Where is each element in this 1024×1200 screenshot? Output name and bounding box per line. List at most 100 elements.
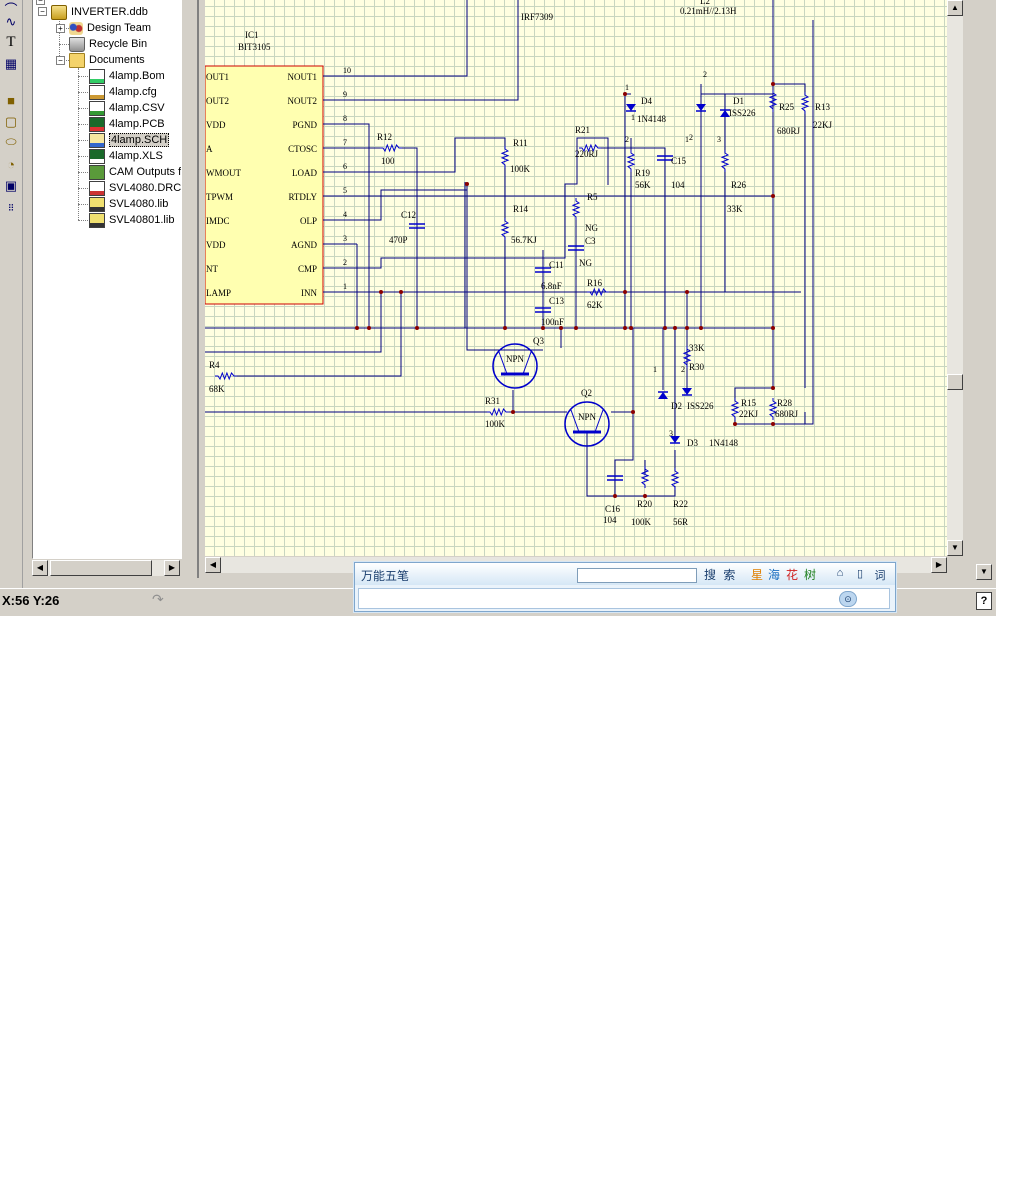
scroll-right-icon[interactable]: ▶ (164, 560, 180, 576)
help-icon[interactable]: ? (976, 592, 992, 610)
component-ref-r31: R31 (485, 396, 500, 406)
resistor-r21 (579, 143, 601, 153)
ime-composition-input[interactable]: ⊙ (358, 588, 890, 609)
tree-item-documents[interactable]: Documents (69, 52, 145, 68)
tree-item-inverter-ddb[interactable]: INVERTER.ddb (51, 4, 148, 20)
home-icon[interactable]: ⌂ (836, 567, 844, 579)
ic1-body (205, 65, 324, 305)
pie-tool-icon[interactable]: ◔ (7, 156, 15, 172)
tree-item-svl4080-lib[interactable]: SVL4080.lib (89, 196, 168, 212)
ime-search-button[interactable]: 搜 索 (704, 568, 738, 582)
ic1-pin-number: 10 (343, 66, 351, 75)
resistor-r26 (720, 150, 730, 172)
ime-options-icon[interactable]: ⊙ (839, 591, 857, 607)
ic1-designator: IC1 (245, 30, 259, 40)
tree-item-4lamp-cfg[interactable]: 4lamp.cfg (89, 84, 157, 100)
scroll-thumb[interactable] (50, 560, 152, 576)
page-icon[interactable]: ▯ (856, 568, 864, 580)
ic1-pin-number: 9 (343, 90, 347, 99)
round-rectangle-tool-icon[interactable]: ▢ (4, 114, 18, 129)
component-ref-r26: R26 (731, 180, 747, 190)
text-tool-icon[interactable]: T (6, 33, 16, 50)
tree-item-4lamp-bom[interactable]: 4lamp.Bom (89, 68, 165, 84)
ime-search-input[interactable] (577, 568, 697, 583)
ime-char-hua[interactable]: 花 (786, 568, 799, 582)
wire-tool-icon[interactable]: ⌒ (4, 1, 18, 17)
bezier-tool-icon[interactable]: ∿ (5, 14, 17, 29)
scroll-thumb[interactable] (947, 374, 963, 390)
ime-char-shu[interactable]: 树 (804, 568, 817, 582)
tree-item-4lamp-sch[interactable]: 4lamp.SCH (89, 132, 170, 148)
wire-load (357, 137, 506, 173)
component-ref-d4: D4 (641, 96, 652, 106)
tree-item-4lamp-xls[interactable]: 4lamp.XLS (89, 148, 163, 164)
component-ref-r12: R12 (377, 132, 392, 142)
component-ref-r21: R21 (575, 125, 590, 135)
scroll-down-icon[interactable]: ▼ (976, 564, 992, 580)
wire-inn-left (205, 292, 382, 353)
dictionary-icon[interactable]: 词 (874, 570, 886, 582)
ime-char-hai[interactable]: 海 (768, 568, 781, 582)
ic1-right-pin-label: RTDLY (288, 192, 317, 202)
redo-arrow-icon: ↷ (152, 591, 164, 607)
ellipse-tool-icon[interactable]: ⬭ (5, 134, 17, 149)
component-ref-c13: C13 (549, 296, 565, 306)
ic1-right-pin-label: INN (301, 288, 317, 298)
component-value-d3: 1N4148 (709, 438, 738, 448)
junction-dot (771, 82, 775, 86)
outer-vertical-scrollbar[interactable]: ▼ (976, 0, 992, 584)
diode-pin-number: 3 (669, 429, 673, 438)
resistor-r16 (587, 287, 609, 297)
tree-item-cam-outputs[interactable]: CAM Outputs f (89, 164, 181, 180)
expand-root-toggle[interactable]: − (36, 0, 45, 5)
transistor-q3 (498, 351, 508, 375)
mosfet-part-label: IRF7309 (521, 12, 554, 22)
image-tool-icon[interactable]: ▣ (4, 178, 18, 193)
scroll-right-icon[interactable]: ▶ (931, 557, 947, 573)
component-value-r12: 100 (381, 156, 395, 166)
tree-item-svl4080-drc[interactable]: SVL4080.DRC (89, 180, 181, 196)
tree-horizontal-scrollbar[interactable]: ◀ ▶ (32, 560, 180, 576)
array-tool-icon[interactable]: ⠿ (7, 202, 15, 213)
expand-design-team-toggle[interactable]: + (56, 24, 65, 33)
ic1-right-pin-label: NOUT1 (288, 72, 318, 82)
drc-document-icon (89, 180, 105, 196)
component-value-r14: 56.7KJ (511, 235, 537, 245)
junction-dot (685, 290, 689, 294)
tree-item-4lamp-pcb[interactable]: 4lamp.PCB (89, 116, 165, 132)
junction-dot (623, 290, 627, 294)
tree-item-svl40801-lib[interactable]: SVL40801.lib (89, 212, 174, 228)
xls-document-icon (89, 148, 105, 164)
component-value-r11: 100K (510, 164, 531, 174)
component-ref-d2: D2 (671, 401, 682, 411)
ime-name[interactable]: 万能五笔 (361, 569, 410, 583)
ic1-pin-number: 3 (343, 234, 347, 243)
tree-item-4lamp-csv[interactable]: 4lamp.CSV (89, 100, 165, 116)
scroll-left-icon[interactable]: ◀ (205, 557, 221, 573)
diode-pin-number: 3 (717, 135, 721, 144)
ic1-pin-number: 4 (343, 210, 347, 219)
junction-dot (355, 326, 359, 330)
tree-item-design-team[interactable]: Design Team (69, 20, 151, 36)
ic1-right-pin-label: OLP (300, 216, 317, 226)
scroll-down-icon[interactable]: ▼ (947, 540, 963, 556)
collapse-documents-toggle[interactable]: − (56, 56, 65, 65)
schematic-vertical-scrollbar[interactable]: ▲ ▼ (947, 0, 963, 556)
ime-char-xing[interactable]: 星 (751, 568, 764, 582)
junction-dot (559, 326, 563, 330)
ic1-right-pin-label: CTOSC (288, 144, 317, 154)
tree-item-recycle-bin[interactable]: Recycle Bin (69, 36, 147, 52)
scroll-up-icon[interactable]: ▲ (947, 0, 963, 16)
rectangle-tool-icon[interactable]: ■ (7, 92, 15, 108)
ic1-right-pin-label: CMP (298, 264, 317, 274)
junction-dot (663, 326, 667, 330)
text-frame-tool-icon[interactable]: ▦ (4, 56, 18, 71)
collapse-ddb-toggle[interactable]: − (38, 7, 47, 16)
junction-dot (771, 326, 775, 330)
scroll-left-icon[interactable]: ◀ (32, 560, 48, 576)
wire-nout1 (357, 0, 468, 77)
junction-dot (574, 326, 578, 330)
junction-dot (771, 194, 775, 198)
